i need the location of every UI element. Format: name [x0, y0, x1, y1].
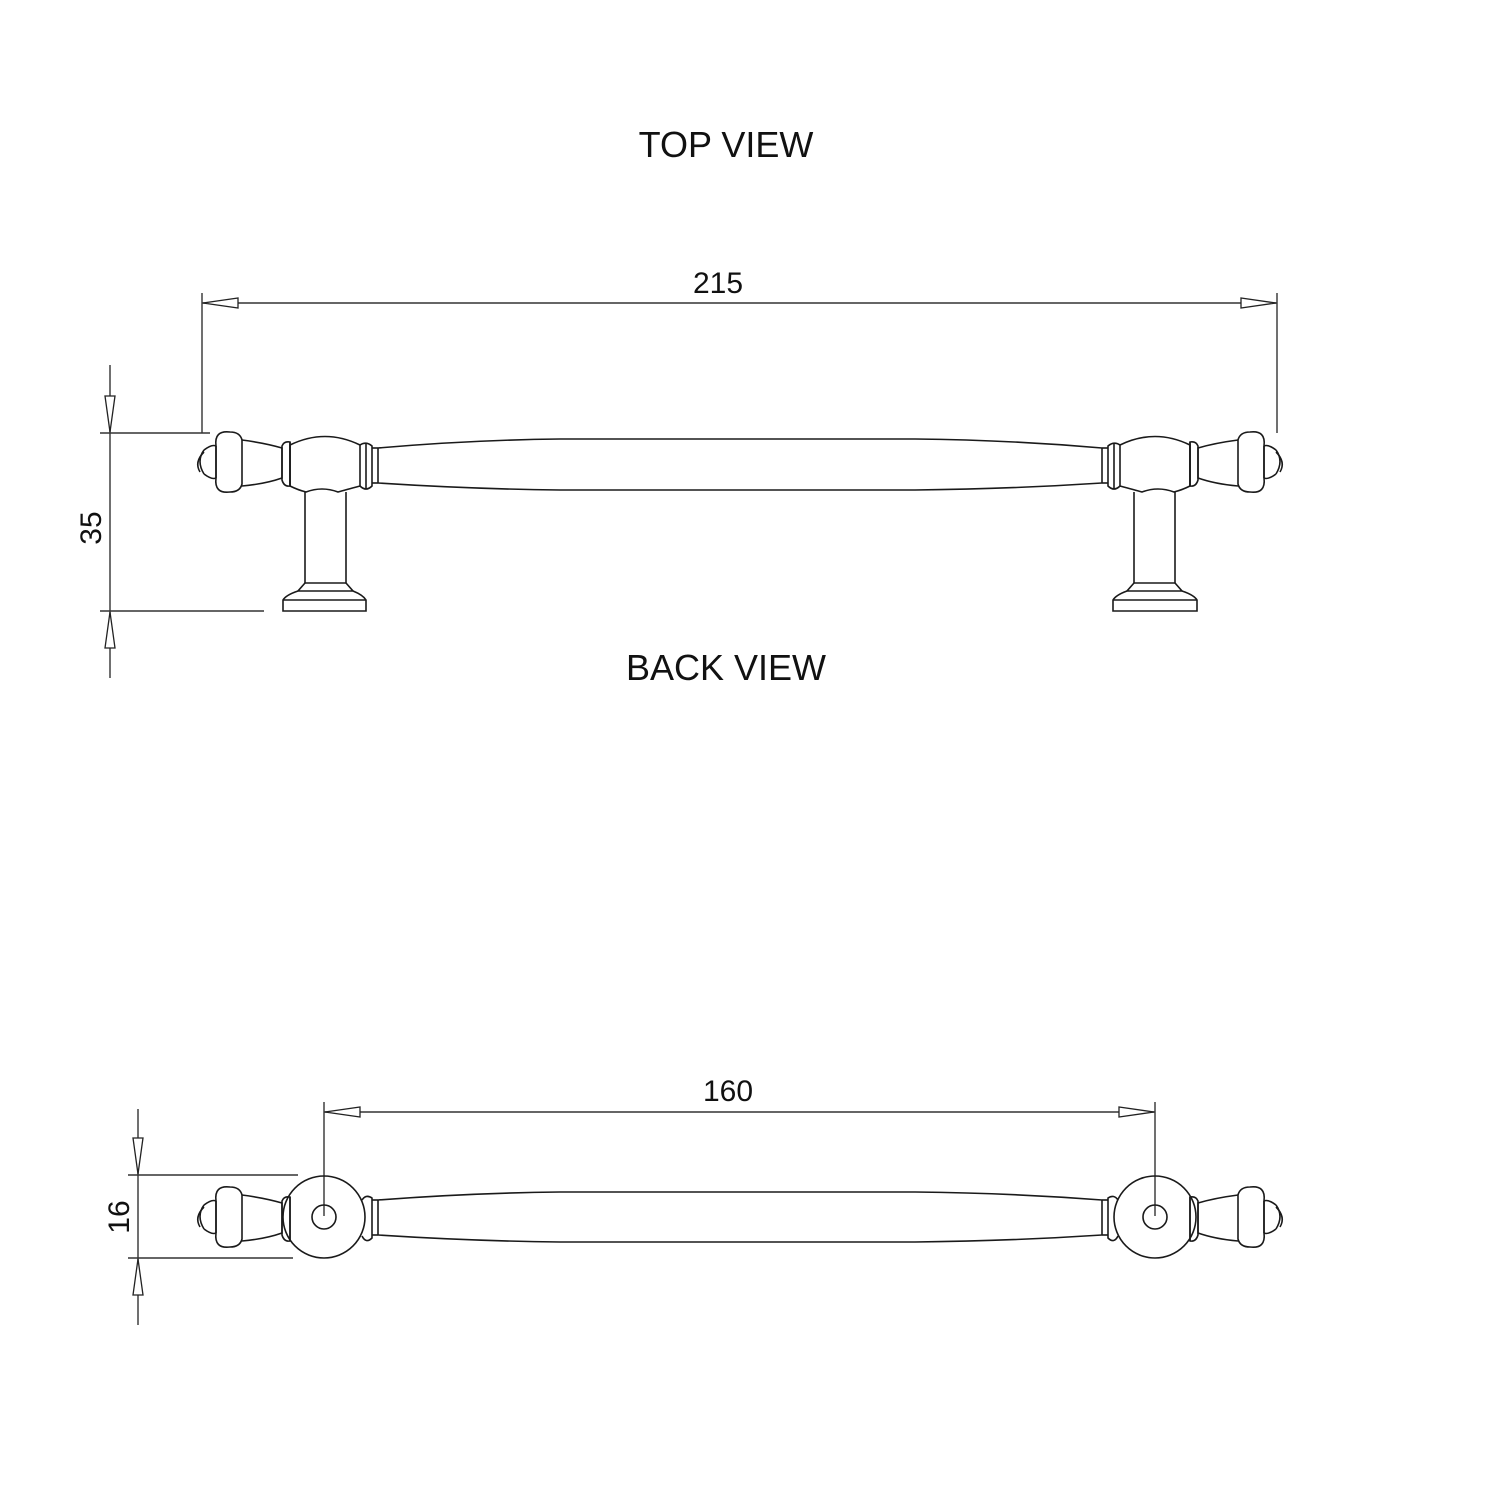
top-view-title: TOP VIEW: [639, 124, 814, 165]
left-post: [282, 492, 367, 612]
top-view: TOP VIEW 215 35: [75, 124, 1284, 678]
left-bulb: [289, 435, 361, 493]
left-finial: [196, 430, 291, 494]
right-finial-back: [1189, 1185, 1284, 1249]
bar: [377, 438, 1103, 491]
right-base-disc: [1113, 1175, 1197, 1259]
arrow-down-icon: [104, 395, 116, 433]
bar-back: [377, 1191, 1103, 1243]
arrow-up-icon: [132, 1258, 144, 1296]
overall-length-label: 215: [693, 267, 743, 300]
arrow-up-icon: [104, 611, 116, 649]
arrow-right-icon: [1118, 1106, 1155, 1118]
left-screw-hole: [311, 1204, 337, 1230]
projection-height-dimension: 35: [75, 365, 264, 678]
arrow-right-icon: [1240, 297, 1277, 309]
arrow-left-icon: [324, 1106, 361, 1118]
arrow-down-icon: [132, 1137, 144, 1175]
hole-spacing-label: 160: [703, 1075, 753, 1108]
right-post: [1112, 492, 1198, 612]
right-screw-hole: [1142, 1204, 1168, 1230]
right-bulb: [1119, 435, 1191, 493]
left-base-disc: [282, 1175, 366, 1259]
diameter-label: 16: [103, 1200, 136, 1233]
overall-length-dimension: 215: [201, 267, 1278, 433]
projection-height-label: 35: [75, 511, 108, 544]
left-finial-back: [196, 1185, 291, 1249]
diameter-dimension: 16: [103, 1109, 298, 1325]
back-view: 160 16: [103, 1075, 1284, 1325]
hole-spacing-dimension: 160: [323, 1075, 1156, 1216]
arrow-left-icon: [202, 297, 239, 309]
back-view-title: BACK VIEW: [626, 647, 826, 688]
right-finial: [1189, 430, 1284, 494]
